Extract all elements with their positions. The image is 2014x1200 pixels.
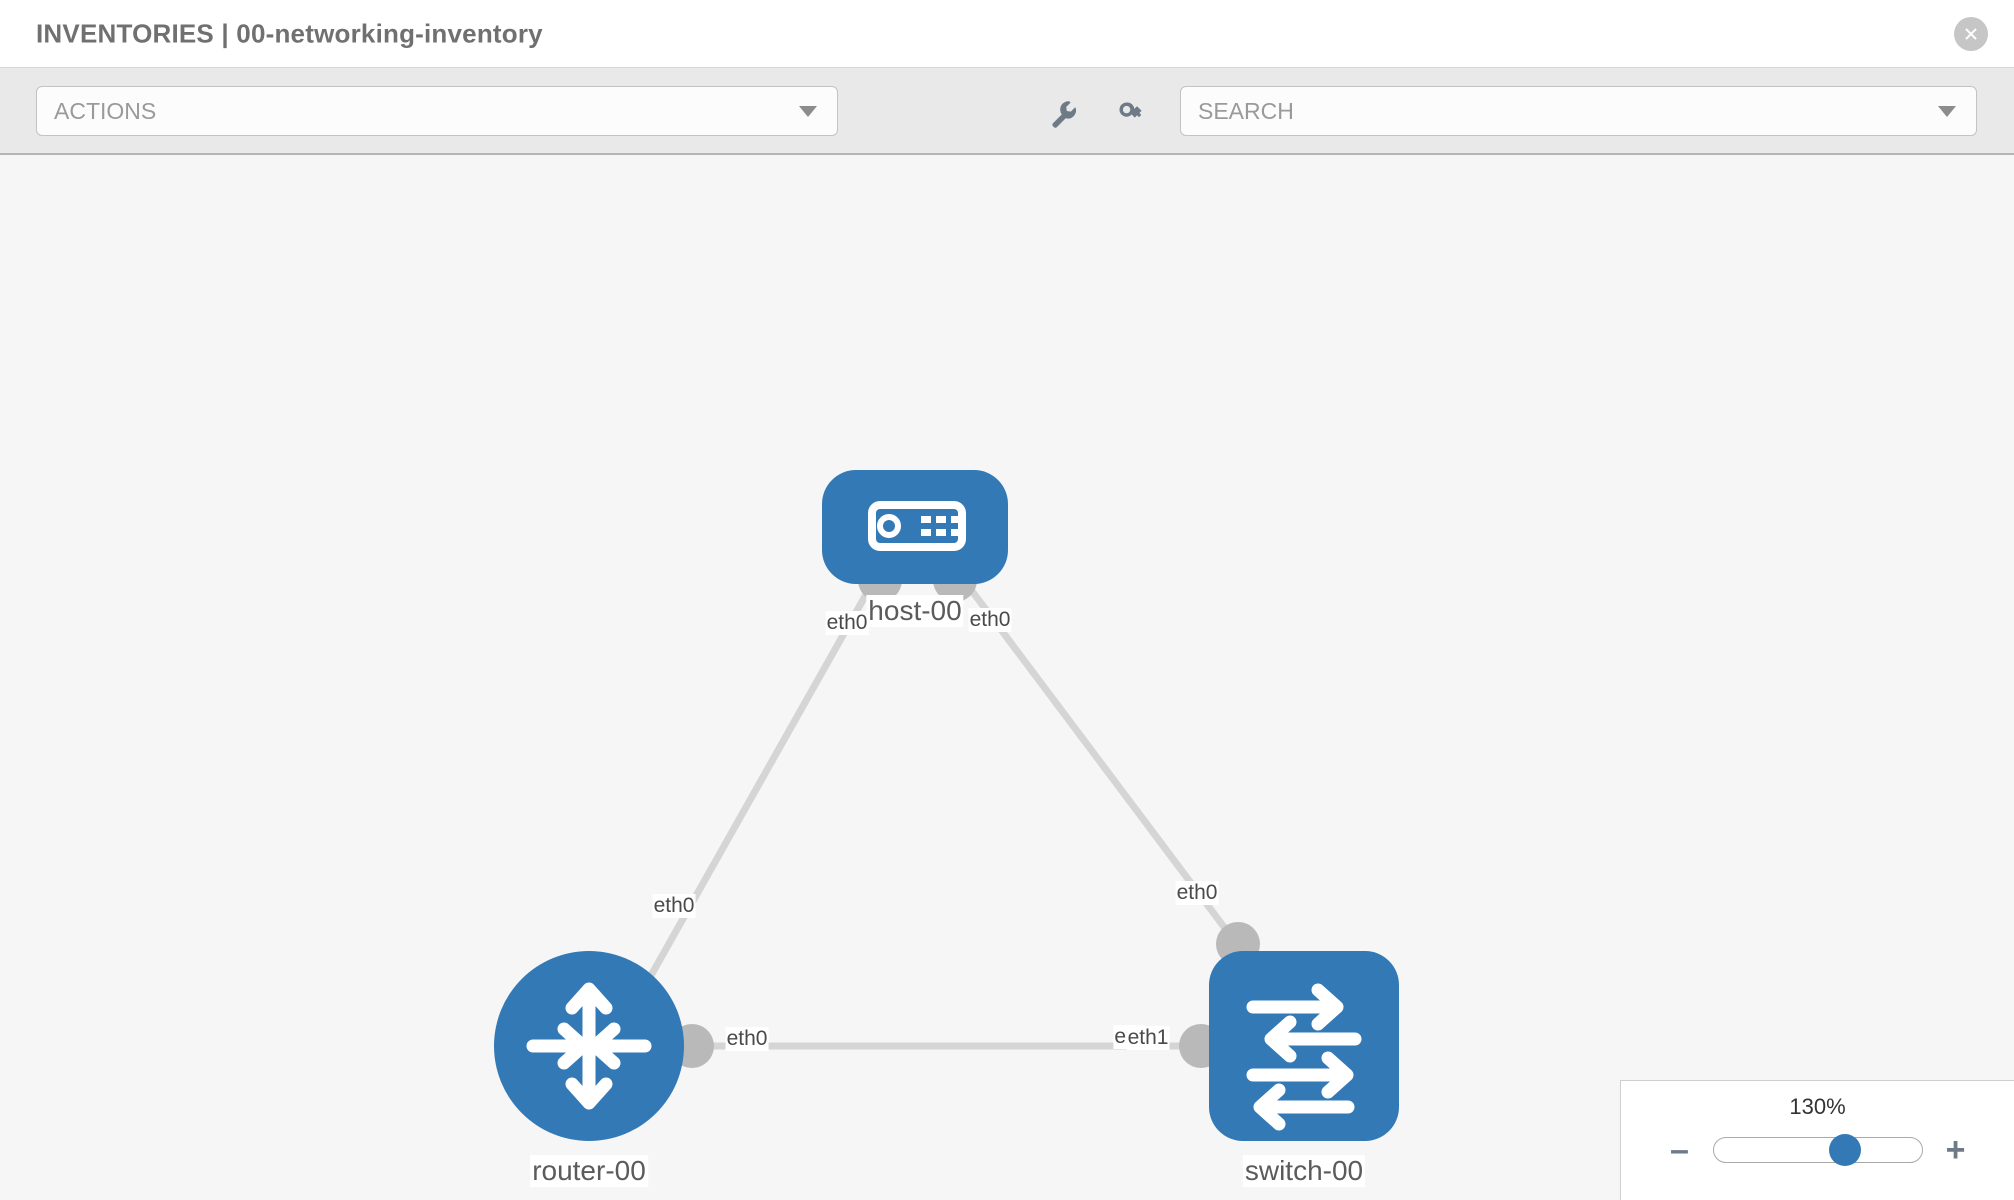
chevron-down-icon — [799, 105, 817, 117]
edge-label: eth1 — [1126, 1026, 1170, 1050]
page-header: INVENTORIES | 00-networking-inventory — [0, 0, 2014, 68]
close-icon[interactable] — [1954, 16, 1988, 51]
edge-label: eth0 — [652, 894, 696, 918]
zoom-in-button[interactable]: + — [1945, 1131, 1966, 1169]
zoom-slider[interactable] — [1712, 1134, 1923, 1166]
actions-dropdown-label: ACTIONS — [54, 97, 157, 124]
actions-dropdown[interactable]: ACTIONS — [36, 86, 838, 136]
zoom-level-value: 130% — [1789, 1094, 1846, 1119]
node-label-host-00: host-00 — [866, 595, 964, 627]
node-label-switch-00: switch-00 — [1242, 1155, 1366, 1187]
topology-links — [636, 572, 1248, 1050]
node-switch-00[interactable] — [1209, 951, 1399, 1141]
key-icon[interactable] — [1114, 96, 1148, 130]
edge-label: eth0 — [825, 611, 869, 635]
search-placeholder: SEARCH — [1198, 97, 1294, 124]
wrench-icon[interactable] — [1046, 96, 1080, 130]
edge-label: eth0 — [725, 1027, 769, 1051]
zoom-control-panel: 130% – + — [1620, 1080, 2014, 1200]
topology-graph — [494, 470, 1399, 1141]
node-host-00[interactable] — [822, 470, 1008, 584]
edge-label: eth0 — [1175, 881, 1219, 905]
server-icon — [868, 501, 966, 551]
search-input[interactable]: SEARCH — [1180, 86, 1977, 136]
edge-label: eth0 — [968, 608, 1012, 632]
switch-icon — [1246, 983, 1362, 1131]
link-host-router — [636, 573, 881, 997]
topology-canvas[interactable]: host-00 router-00 switch-00 eth0 eth0 et… — [0, 155, 2014, 1200]
zoom-slider-handle[interactable] — [1828, 1134, 1861, 1166]
node-router-00[interactable] — [494, 951, 684, 1141]
chevron-down-icon — [1938, 105, 1956, 117]
zoom-out-button[interactable]: – — [1670, 1131, 1689, 1169]
toolbar: ACTIONS SEARCH — [0, 68, 2014, 155]
page-title: INVENTORIES | 00-networking-inventory — [36, 18, 543, 48]
topology-connectors — [670, 558, 1260, 1068]
router-icon — [526, 982, 652, 1110]
node-label-router-00: router-00 — [530, 1155, 648, 1187]
